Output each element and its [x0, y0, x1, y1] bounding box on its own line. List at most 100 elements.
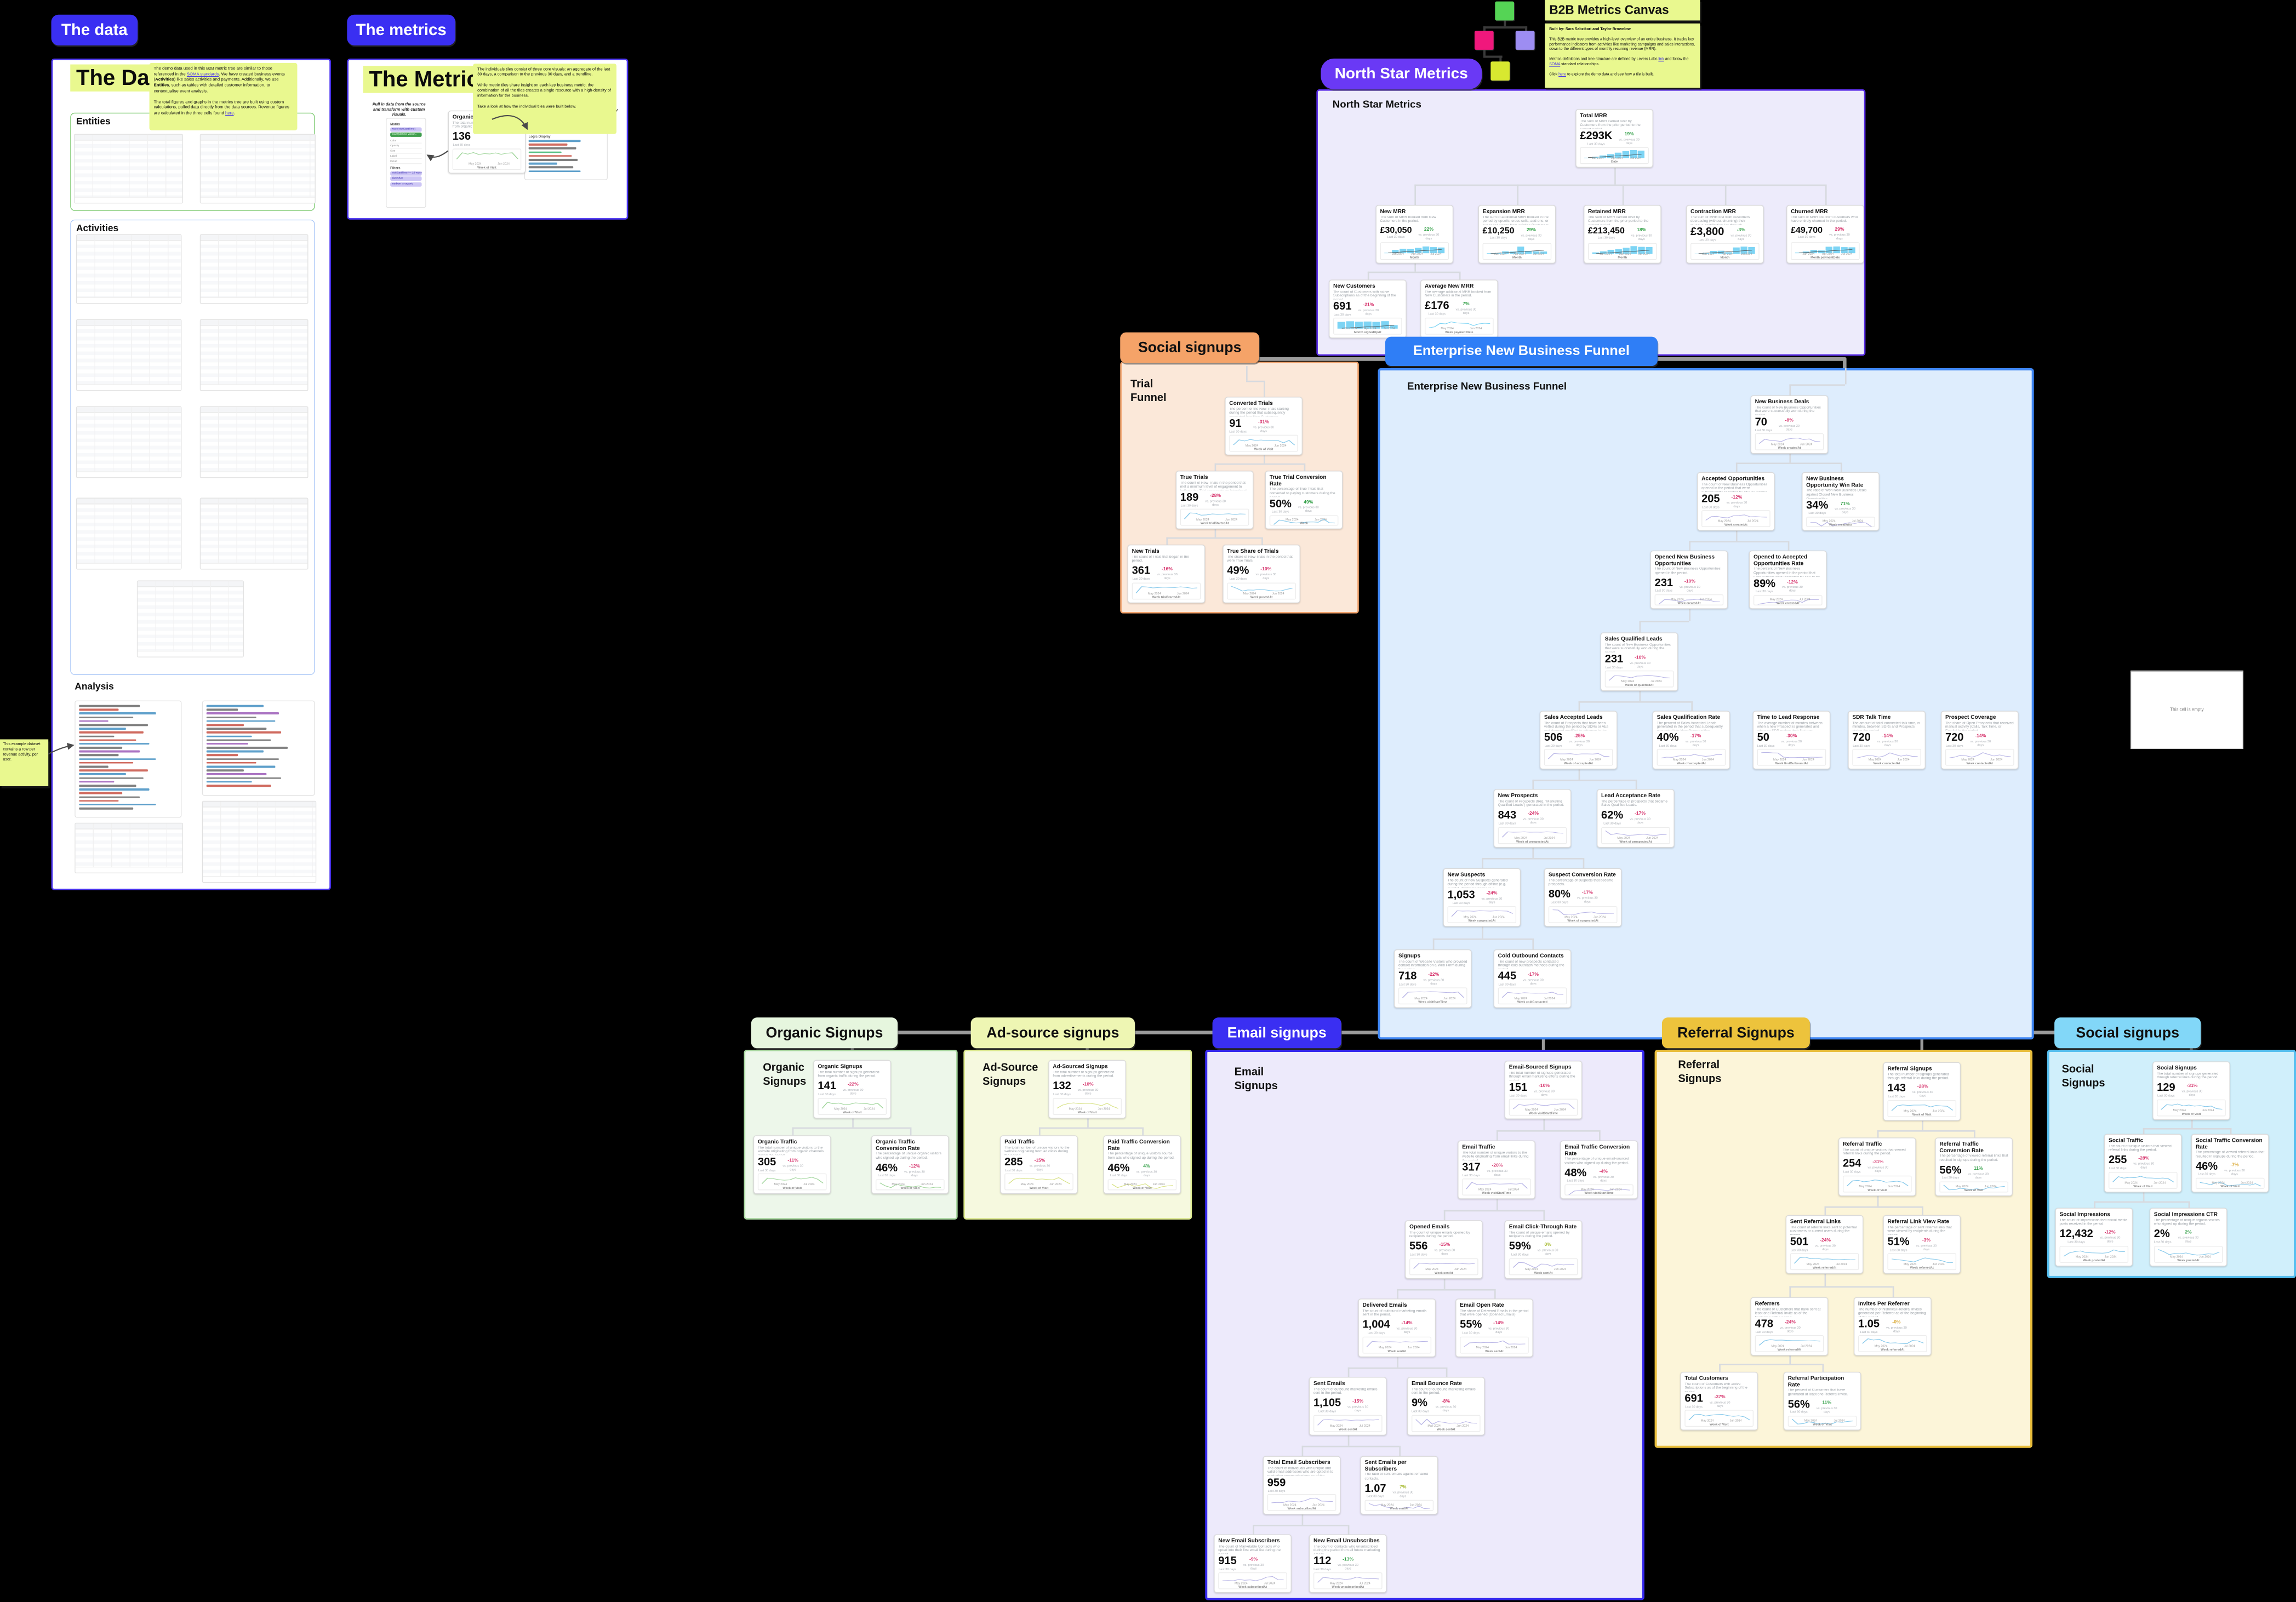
- badge-adsource[interactable]: Ad-source signups: [970, 1017, 1135, 1049]
- tree-connector: [1446, 1367, 1447, 1377]
- data-table[interactable]: [199, 319, 309, 391]
- metric-delta: -25%: [1574, 733, 1585, 739]
- badge-referral[interactable]: Referral Signups: [1661, 1017, 1810, 1049]
- badge-metrics[interactable]: The metrics: [347, 14, 456, 45]
- data-table[interactable]: [76, 497, 182, 570]
- badge-trial[interactable]: Social signups: [1120, 332, 1260, 363]
- data-table[interactable]: [199, 497, 309, 570]
- data-table[interactable]: [75, 822, 184, 873]
- data-table[interactable]: [202, 800, 317, 883]
- logic-cell-thumb[interactable]: Logic Display: [524, 130, 608, 180]
- metric-title: Email Traffic: [1462, 1143, 1495, 1151]
- empty-cell[interactable]: This cell is empty: [2131, 670, 2243, 749]
- metric-value: 70: [1755, 415, 1767, 428]
- data-table[interactable]: [76, 406, 182, 478]
- data-table[interactable]: [199, 406, 309, 478]
- data-table[interactable]: [199, 134, 316, 204]
- vs-previous-label: vs. previous 30 days: [1726, 500, 1747, 508]
- x-axis-label: Month signedUpAt: [1353, 329, 1381, 334]
- badge-social[interactable]: Social signups: [2054, 1017, 2201, 1049]
- badge-organic[interactable]: Organic Signups: [751, 1017, 898, 1049]
- badge-data[interactable]: The data: [51, 14, 138, 45]
- badge-email[interactable]: Email signups: [1212, 1017, 1341, 1049]
- badge-enterprise[interactable]: Enterprise New Business Funnel: [1385, 336, 1658, 367]
- data-table[interactable]: [76, 234, 182, 304]
- data-table[interactable]: [199, 234, 309, 304]
- sql-cell[interactable]: [75, 700, 182, 818]
- data-table[interactable]: [136, 580, 244, 657]
- sql-cell[interactable]: [202, 700, 315, 796]
- x-axis-label: Week sentAt: [1534, 1270, 1553, 1274]
- data-table[interactable]: [73, 134, 184, 204]
- data-table[interactable]: [76, 319, 182, 391]
- badge-northstar[interactable]: North Star Metrics: [1321, 58, 1482, 90]
- tree-connector: [1789, 1286, 1893, 1288]
